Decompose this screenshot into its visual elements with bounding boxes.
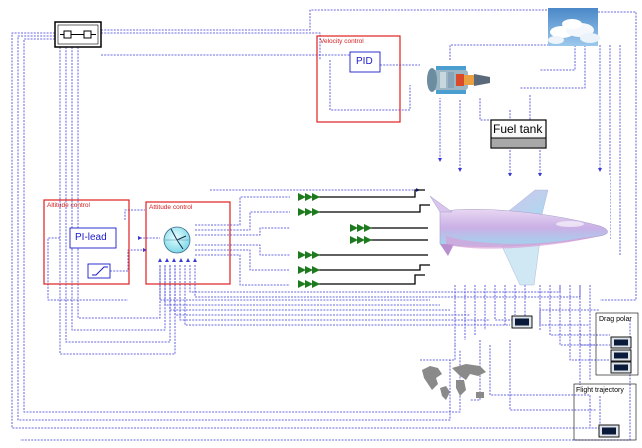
drag-polar-label: Drag polar <box>599 316 632 323</box>
flight-trajectory-label: Flight trajectory <box>576 387 624 394</box>
attitude-control-title: Attitude control <box>149 204 192 211</box>
scope-block[interactable] <box>512 316 532 328</box>
altitude-control-title: Altitude control <box>47 202 90 209</box>
scope-block[interactable] <box>611 350 631 361</box>
velocity-control-group[interactable] <box>317 36 400 122</box>
attitude-gauge-icon <box>164 227 190 253</box>
scope-block[interactable] <box>611 337 631 348</box>
atmosphere-image <box>548 8 600 46</box>
scope-block[interactable] <box>599 425 619 437</box>
velocity-control-title: Velocity control <box>320 38 364 45</box>
jet-engine-icon <box>420 62 492 98</box>
actuator-lines <box>318 190 430 284</box>
subsystem-block[interactable] <box>55 22 101 47</box>
scope-block[interactable] <box>611 362 631 373</box>
aircraft-model-icon <box>430 176 610 285</box>
pid-label: PID <box>356 56 373 67</box>
fuel-tank-label: Fuel tank <box>493 122 542 136</box>
actuator-arrows <box>298 193 372 288</box>
pi-lead-label: PI-lead <box>75 232 107 243</box>
saturation-block[interactable] <box>88 264 110 278</box>
attitude-input-ports <box>158 258 197 262</box>
world-map-icon <box>422 364 486 400</box>
